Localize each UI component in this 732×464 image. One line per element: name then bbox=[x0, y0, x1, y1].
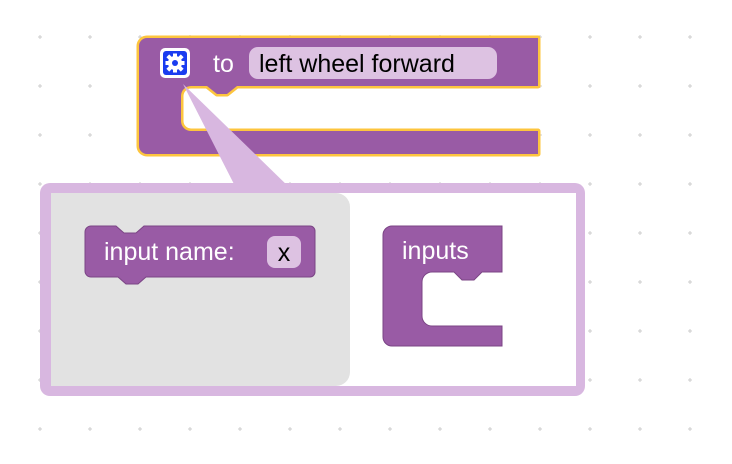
grid-dot bbox=[638, 378, 642, 382]
grid-dot bbox=[688, 378, 692, 382]
inputs-block-shape bbox=[382, 225, 503, 347]
grid-dot bbox=[588, 35, 592, 39]
grid-dot bbox=[588, 133, 592, 137]
input-name-field-text: x bbox=[278, 239, 291, 267]
grid-dot bbox=[588, 182, 592, 186]
input-name-block-shape bbox=[84, 225, 316, 285]
grid-dot bbox=[38, 427, 42, 431]
grid-dot bbox=[638, 231, 642, 235]
grid-dot bbox=[588, 329, 592, 333]
inputs-container-block[interactable]: inputs bbox=[382, 225, 503, 347]
grid-dot bbox=[588, 280, 592, 284]
grid-dot bbox=[638, 133, 642, 137]
grid-dot bbox=[88, 35, 92, 39]
grid-dot bbox=[288, 427, 292, 431]
grid-dot bbox=[638, 427, 642, 431]
grid-dot bbox=[588, 378, 592, 382]
grid-dot bbox=[688, 35, 692, 39]
grid-dot bbox=[88, 427, 92, 431]
grid-dot bbox=[38, 182, 42, 186]
flyout-input-name-block[interactable]: input name: x bbox=[84, 225, 316, 285]
grid-dot bbox=[188, 427, 192, 431]
gear-icon bbox=[165, 53, 185, 73]
grid-dot bbox=[688, 182, 692, 186]
grid-dot bbox=[588, 427, 592, 431]
procedure-prefix-label: to bbox=[213, 50, 234, 78]
grid-dot bbox=[588, 231, 592, 235]
input-name-label: input name: bbox=[104, 238, 235, 266]
grid-dot bbox=[138, 427, 142, 431]
inputs-block-label: inputs bbox=[402, 237, 469, 265]
grid-dot bbox=[688, 231, 692, 235]
grid-dot bbox=[588, 84, 592, 88]
grid-dot bbox=[88, 133, 92, 137]
grid-dot bbox=[638, 35, 642, 39]
grid-dot bbox=[688, 84, 692, 88]
grid-dot bbox=[38, 133, 42, 137]
grid-dot bbox=[538, 427, 542, 431]
grid-dot bbox=[638, 84, 642, 88]
grid-dot bbox=[238, 427, 242, 431]
grid-dot bbox=[638, 280, 642, 284]
grid-dot bbox=[388, 427, 392, 431]
grid-dot bbox=[688, 280, 692, 284]
procedure-name-field[interactable]: left wheel forward bbox=[249, 47, 497, 79]
grid-dot bbox=[38, 84, 42, 88]
mutator-flyout bbox=[51, 193, 350, 386]
mutator-button[interactable] bbox=[160, 48, 190, 78]
grid-dot bbox=[688, 133, 692, 137]
grid-dot bbox=[688, 329, 692, 333]
grid-dot bbox=[488, 427, 492, 431]
bubble-tail bbox=[183, 84, 292, 190]
grid-dot bbox=[688, 427, 692, 431]
grid-dot bbox=[638, 182, 642, 186]
input-name-field[interactable]: x bbox=[267, 236, 301, 268]
grid-dot bbox=[338, 427, 342, 431]
procedure-definition-block[interactable]: to left wheel forward bbox=[136, 35, 541, 157]
grid-dot bbox=[88, 84, 92, 88]
grid-dot bbox=[38, 35, 42, 39]
mutator-bubble[interactable]: input name: x inputs bbox=[40, 84, 585, 396]
procedure-name-text: left wheel forward bbox=[259, 50, 455, 78]
grid-dot bbox=[438, 427, 442, 431]
grid-dot bbox=[638, 329, 642, 333]
